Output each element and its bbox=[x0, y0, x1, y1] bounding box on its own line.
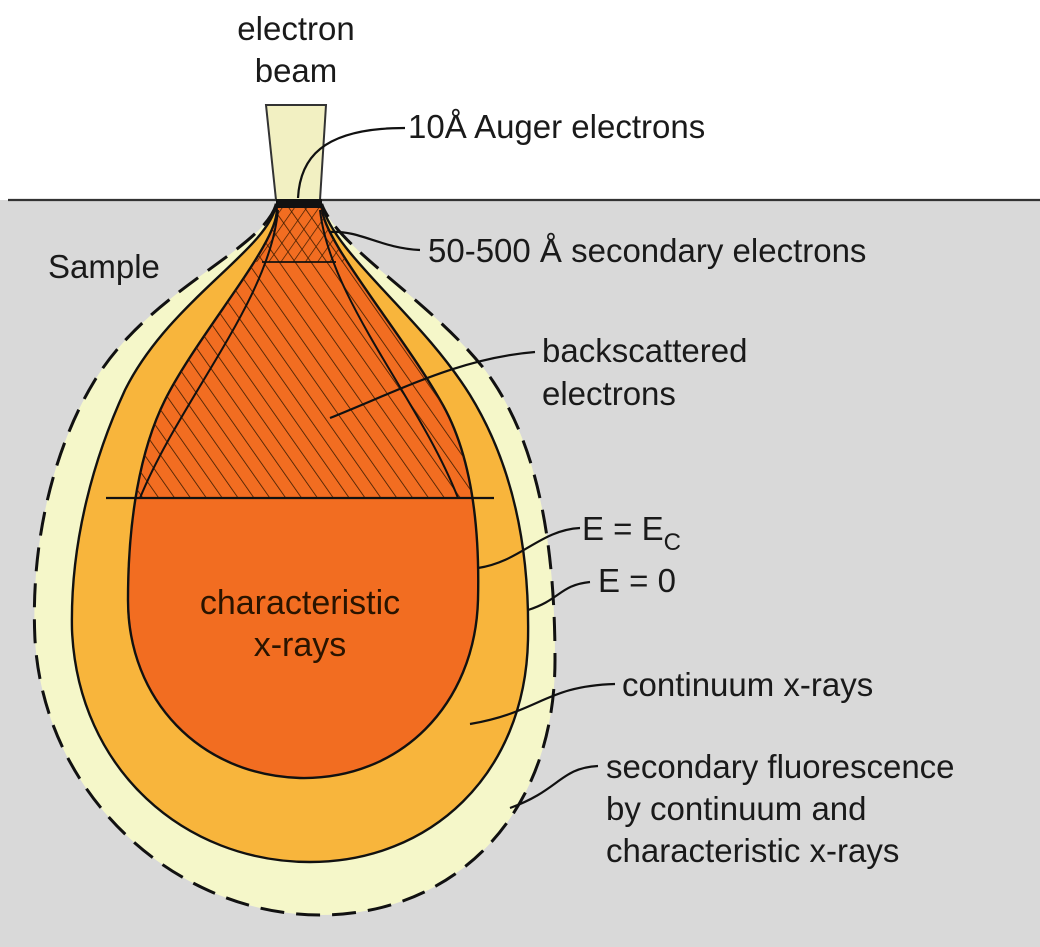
fluorescence-label-line2: by continuum and bbox=[606, 790, 867, 827]
auger-layer bbox=[276, 199, 322, 208]
beam-label-line1: electron bbox=[237, 10, 354, 47]
characteristic-label-line1: characteristic bbox=[200, 584, 400, 622]
e-zero-label: E = 0 bbox=[598, 562, 676, 599]
fluorescence-label-line3: characteristic x-rays bbox=[606, 832, 899, 869]
secondary-label: 50-500 Å secondary electrons bbox=[428, 232, 866, 269]
fluorescence-label-line1: secondary fluorescence bbox=[606, 748, 955, 785]
continuum-label: continuum x-rays bbox=[622, 666, 873, 703]
beam-label-line2: beam bbox=[255, 52, 338, 89]
sample-label: Sample bbox=[48, 248, 160, 285]
backscattered-label-line2: electrons bbox=[542, 375, 676, 412]
backscattered-label-line1: backscattered bbox=[542, 332, 747, 369]
characteristic-label-line2: x-rays bbox=[254, 626, 347, 664]
e-ec-subscript: C bbox=[664, 529, 681, 556]
auger-label: 10Å Auger electrons bbox=[408, 108, 705, 145]
e-ec-main: E = E bbox=[582, 510, 664, 547]
